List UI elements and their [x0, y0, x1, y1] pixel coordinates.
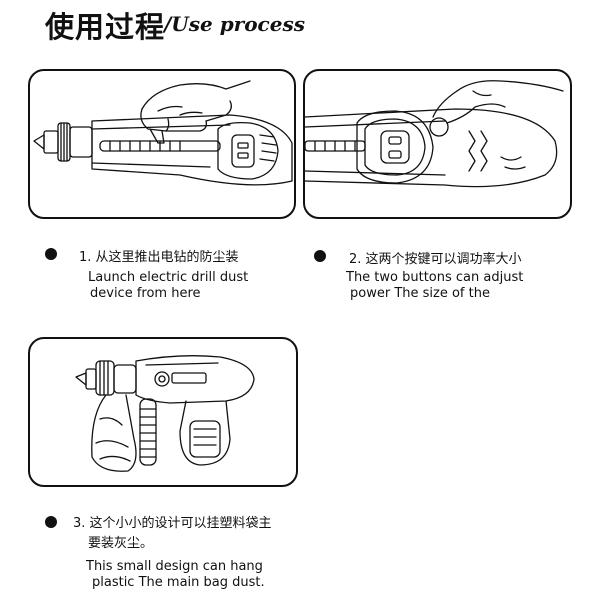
step-1-text-english: Launch electric drill dust device from h…	[88, 270, 248, 302]
step-2-illustration-panel	[303, 69, 572, 219]
step-3-text-english: This small design can hang plastic The m…	[86, 559, 265, 591]
drill-with-dust-bag-icon	[75, 355, 255, 472]
step-3-bullet	[45, 516, 57, 528]
step-1-text-english-line-2: device from here	[90, 286, 201, 301]
step-3-text-chinese-line-1: 3. 这个小小的设计可以挂塑料袋主	[73, 516, 272, 531]
step-3-text-english-line-2: plastic The main bag dust.	[92, 575, 265, 590]
step-1-text-english-line-1: Launch electric drill dust	[88, 270, 249, 285]
step-3-text-chinese: 3. 这个小小的设计可以挂塑料袋主 要装灰尘。	[73, 514, 272, 554]
hand-pushing-dust-cover-icon	[33, 80, 293, 186]
finger-pressing-power-button-icon	[305, 80, 564, 188]
step-1-text-chinese: 1. 从这里推出电钻的防尘装	[79, 250, 239, 265]
step-2-text-english-line-2: power The size of the	[350, 286, 490, 301]
step-2-text-chinese: 2. 这两个按键可以调功率大小	[349, 252, 522, 267]
step-2-text-english-line-1: The two buttons can adjust	[346, 270, 524, 285]
step-2-text-english: The two buttons can adjust power The siz…	[346, 270, 523, 302]
step-1-bullet	[45, 248, 57, 260]
step-3-text-english-line-1: This small design can hang	[86, 559, 263, 574]
title-english: /Use process	[164, 12, 305, 36]
step-3-illustration-panel	[28, 337, 298, 487]
title-chinese: 使用过程	[45, 10, 166, 44]
step-1-illustration-panel	[28, 69, 296, 219]
step-3-text-chinese-line-2: 要装灰尘。	[88, 536, 154, 551]
step-2-bullet	[314, 250, 326, 262]
